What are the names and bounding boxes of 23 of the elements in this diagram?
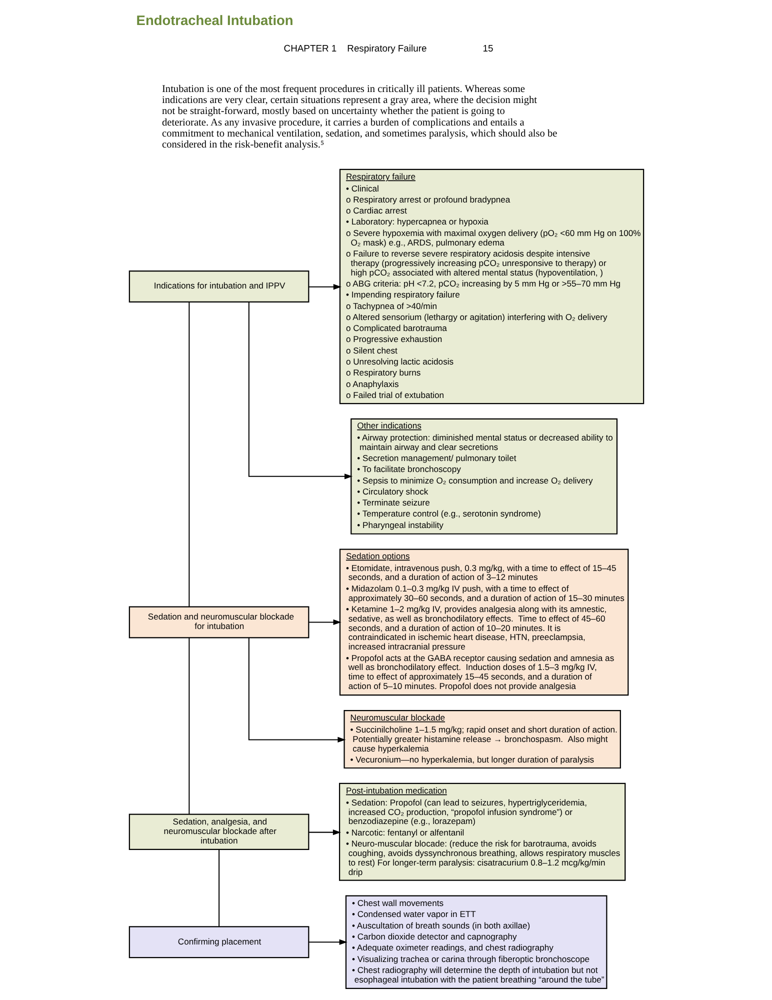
node-box: Post-intubation medication • Sedation: Propofol (can lead to seizures, hypertriglyceridemia, increased CO₂ production, “propofol infusion syndrome”) or benzodiazepine (e.g., lorazepam) • Narcotic: fentanyl or alfentanil • Neuro-muscular blocade: (reduce the risk for barotrauma, avoids coughing, avoids dyssynchronous breathing, allows respiratory muscles to rest) For longer-term paralysis: cisatracurium 0.8–1.2 mcg/kg/min drip: [338, 782, 626, 881]
arrow: [248, 638, 346, 743]
arrow: [308, 619, 341, 626]
arrow: [308, 939, 347, 945]
node-box: Other indications • Airway protection: diminished mental status or decreased ability to maintain airway and clear secretions • Secretion management/ pulmonary toilet • To facilitate bronchoscopy • Sepsis to minimize O₂ consumption and increase O₂ delivery • Circulatory shock • Terminate seizure • Temperature control (e.g., serotonin syndrome) • Pharyngeal instability: [350, 418, 618, 534]
connector: [188, 302, 190, 606]
node-box: Neuromuscular blockade • Succinilcholine 1–1.5 mg/kg; rapid onset and short duration of action. Potentially greater histamine release → bronchospasm. Also might cause hyperkalemia • Vecuronium—no hyperkalemia, but longer duration of paralysis: [343, 710, 620, 769]
label: 15: [482, 42, 493, 54]
label: CHAPTER 1 Respiratory Failure: [283, 42, 426, 54]
label: Intubation is one of the most frequent procedures in critically ill patients. Whereas some indications are very clear, certain situations represent a gray area, where the decision might not be straight-forward, mostly based on uncertainty whether the patient is going to deteriorate. As any invasive procedure, it carries a burden of complications and entails a commitment to mechanical ventilation, sedation, and sometimes paralysis, which should also be considered in the risk-benefit analysis.⁵: [162, 84, 557, 151]
node-box: Respiratory failure • Clinical o Respiratory arrest or profound bradypnea o Cardiac arrest • Laboratory: hypercapnea or hypoxia o Severe hypoxemia with maximal oxygen delivery (pO₂ <60 mm Hg on 100% O₂ mask) e.g., ARDS, pulmonary edema o Failure to reverse severe respiratory acidosis despite intensive therapy (progressively increasing pCO₂ unresponsive to therapy) or high pCO₂ associated with altered mental status (hypoventilation, ) o ABG criteria: pH <7.2, pCO₂ increasing by 5 mm Hg or >55–70 mm Hg • Impending respiratory failure o Tachypnea of >40/min o Altered sensorium (lethargy or agitation) interfering with O₂ delivery o Complicated barotrauma o Progressive exhaustion o Silent chest o Unresolving lactic acidosis o Respiratory burns o Anaphylaxis o Failed trial of extubation: [338, 168, 644, 404]
arrow: [308, 830, 340, 836]
diagram-title: Endotracheal Intubation: [136, 13, 293, 28]
connector: [218, 850, 220, 927]
node-box: Confirming placement: [128, 926, 309, 958]
node-box: Indications for intubation and IPPV: [128, 270, 309, 302]
arrow: [248, 302, 352, 480]
node-box: Sedation options • Etomidate, intravenous push, 0.3 mg/kg, with a time to effect of 15–45 seconds, and a duration of action of 3–12 minutes • Midazolam 0.1–0.3 mg/kg IV push, with a time to effect of approximately 30–60 seconds, and a duration of action of 15–30 minutes • Ketamine 1–2 mg/kg IV, provides analgesia along with its amnestic, sedative, as well as bronchodilatory effects. Time to effect of 45–60 seconds, and a duration of action of 10–20 minutes. It is contraindicated in ischemic heart disease, HTN, preeclampsia, increased intracranial pressure • Propofol acts at the GABA receptor causing sedation and amnesia as well as bronchodilatory effect. Induction doses of 1.5–3 mg/kg IV, time to effect of approximately 15–45 seconds, and a duration of action of 5–10 minutes. Propofol does not provide analgesia: [338, 548, 628, 696]
connector: [188, 638, 190, 814]
node-box: Sedation and neuromuscular blockade for intubation: [128, 606, 309, 638]
node-box: Sedation, analgesia, and neuromuscular blockade after intubation: [128, 814, 309, 850]
node-box: • Chest wall movements • Condensed water vapor in ETT • Auscultation of breath sounds (in both axillae) • Carbon dioxide detector and capnography • Adequate oximeter readings, and chest radiography • Visualizing trachea or carina through fiberoptic bronchoscope • Chest radiography will determine the depth of intubation but not esophageal intubation with the patient breathing “around the tube”: [344, 895, 607, 989]
arrow: [308, 284, 341, 290]
